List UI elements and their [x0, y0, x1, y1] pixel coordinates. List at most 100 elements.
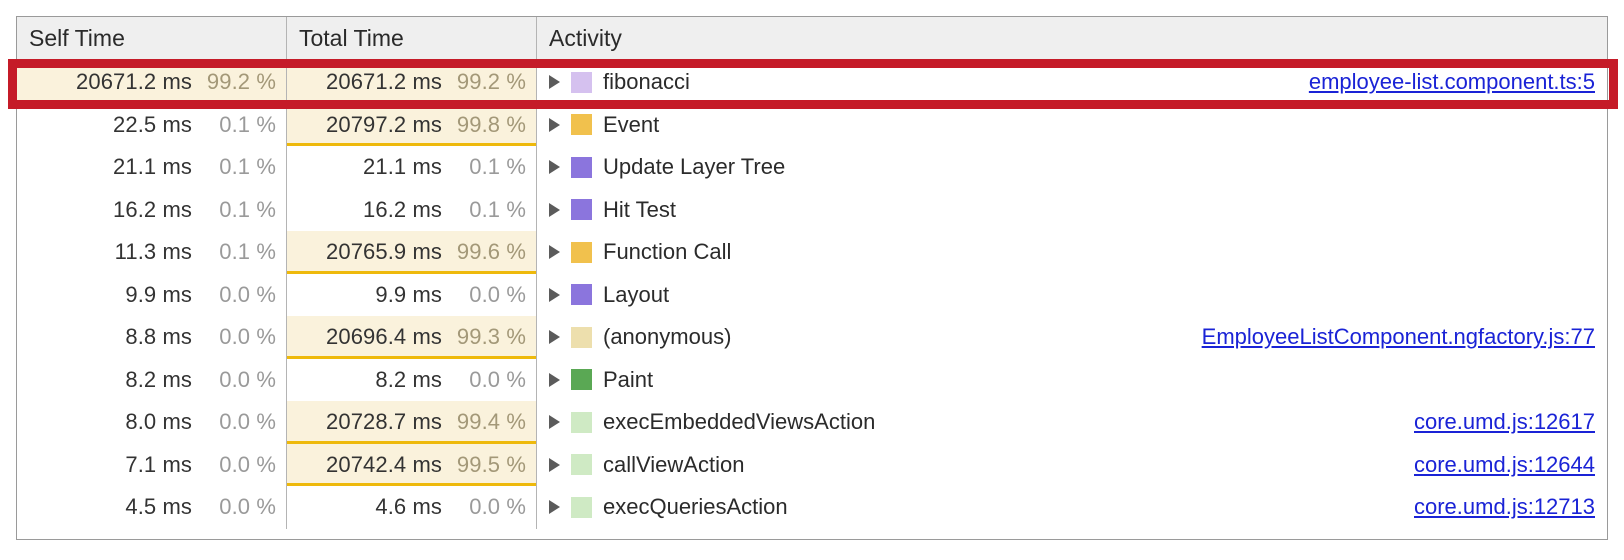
- self-time-value: 7.1 ms: [125, 451, 192, 477]
- source-location-link[interactable]: employee-list.component.ts:5: [1308, 69, 1595, 95]
- total-time-value: 20728.7 ms: [326, 409, 442, 435]
- percent-bar: [287, 231, 536, 274]
- activity-color-swatch: [571, 114, 592, 136]
- percent-bar: [287, 401, 536, 444]
- percent-bar: [287, 443, 536, 486]
- total-time-percent: 0.1 %: [469, 154, 526, 180]
- cell-total-time: 8.2 ms 0.0 %: [287, 358, 537, 401]
- source-location-link[interactable]: core.umd.js:12713: [1414, 494, 1595, 520]
- expand-triangle-icon[interactable]: [549, 202, 560, 217]
- activity-color-swatch: [571, 326, 592, 348]
- self-time-percent: 0.0 %: [219, 281, 276, 307]
- activity-color-swatch: [571, 454, 592, 476]
- total-time-percent: 0.1 %: [469, 196, 526, 222]
- percent-bar: [287, 103, 536, 146]
- expand-triangle-icon[interactable]: [549, 75, 560, 90]
- activity-label: callViewAction: [603, 451, 745, 477]
- cell-activity: Update Layer Tree: [537, 146, 1607, 189]
- column-header-self-time[interactable]: Self Time: [17, 17, 287, 60]
- total-time-value: 21.1 ms: [363, 154, 442, 180]
- activity-color-swatch: [571, 71, 592, 93]
- activity-color-swatch: [571, 284, 592, 306]
- activity-label: Event: [603, 111, 660, 137]
- self-time-value: 8.2 ms: [125, 366, 192, 392]
- expand-triangle-icon[interactable]: [549, 372, 560, 387]
- source-location-link[interactable]: EmployeeListComponent.ngfactory.js:77: [1201, 324, 1595, 350]
- self-time-percent: 0.0 %: [219, 494, 276, 520]
- total-time-percent: 99.8 %: [456, 111, 526, 137]
- self-time-percent: 0.1 %: [219, 111, 276, 137]
- column-header-activity[interactable]: Activity: [537, 17, 1607, 60]
- self-time-value: 16.2 ms: [113, 196, 192, 222]
- expand-triangle-icon[interactable]: [549, 287, 560, 302]
- cell-total-time: 21.1 ms 0.1 %: [287, 146, 537, 189]
- cell-activity: Layout: [537, 274, 1607, 317]
- self-time-value: 21.1 ms: [113, 154, 192, 180]
- total-time-value: 20696.4 ms: [326, 324, 442, 350]
- cell-activity: Hit Test: [537, 189, 1607, 232]
- expand-triangle-icon[interactable]: [549, 245, 560, 260]
- self-time-percent: 0.0 %: [219, 451, 276, 477]
- self-time-percent: 0.0 %: [219, 409, 276, 435]
- self-time-value: 8.0 ms: [125, 409, 192, 435]
- activity-label: Function Call: [603, 239, 732, 265]
- cell-activity: fibonacci employee-list.component.ts:5: [537, 61, 1607, 104]
- self-time-percent: 99.2 %: [206, 69, 276, 95]
- self-time-value: 9.9 ms: [125, 281, 192, 307]
- total-time-value: 8.2 ms: [375, 366, 442, 392]
- activity-label: Update Layer Tree: [603, 154, 786, 180]
- self-time-value: 22.5 ms: [113, 111, 192, 137]
- expand-triangle-icon[interactable]: [549, 415, 560, 430]
- source-location-link[interactable]: core.umd.js:12617: [1414, 409, 1595, 435]
- source-location-link[interactable]: core.umd.js:12644: [1414, 451, 1595, 477]
- total-time-percent: 0.0 %: [469, 366, 526, 392]
- column-header-total-time[interactable]: Total Time: [287, 17, 537, 60]
- total-time-value: 4.6 ms: [375, 494, 442, 520]
- self-time-value: 4.5 ms: [125, 494, 192, 520]
- self-time-percent: 0.0 %: [219, 324, 276, 350]
- cell-self-time: 7.1 ms 0.0 %: [17, 443, 287, 486]
- activity-color-swatch: [571, 411, 592, 433]
- self-time-value: 11.3 ms: [114, 239, 192, 265]
- expand-triangle-icon[interactable]: [549, 330, 560, 345]
- table-header-row: Self Time Total Time Activity: [17, 17, 1607, 61]
- expand-triangle-icon[interactable]: [549, 160, 560, 175]
- activity-color-swatch: [571, 241, 592, 263]
- activity-label: Paint: [603, 366, 654, 392]
- activity-label: Hit Test: [603, 196, 676, 222]
- activity-label: execEmbeddedViewsAction: [603, 409, 876, 435]
- cell-activity: Function Call: [537, 231, 1607, 274]
- expand-triangle-icon[interactable]: [549, 500, 560, 515]
- total-time-percent: 0.0 %: [469, 281, 526, 307]
- activity-color-swatch: [571, 496, 592, 518]
- cell-self-time: 9.9 ms 0.0 %: [17, 273, 287, 316]
- activity-label: fibonacci: [603, 69, 690, 95]
- cell-self-time: 8.0 ms 0.0 %: [17, 401, 287, 444]
- total-time-value: 20671.2 ms: [326, 69, 442, 95]
- total-time-value: 20765.9 ms: [326, 239, 442, 265]
- cell-self-time: 4.5 ms 0.0 %: [17, 486, 287, 529]
- expand-triangle-icon[interactable]: [549, 457, 560, 472]
- expand-triangle-icon[interactable]: [549, 117, 560, 132]
